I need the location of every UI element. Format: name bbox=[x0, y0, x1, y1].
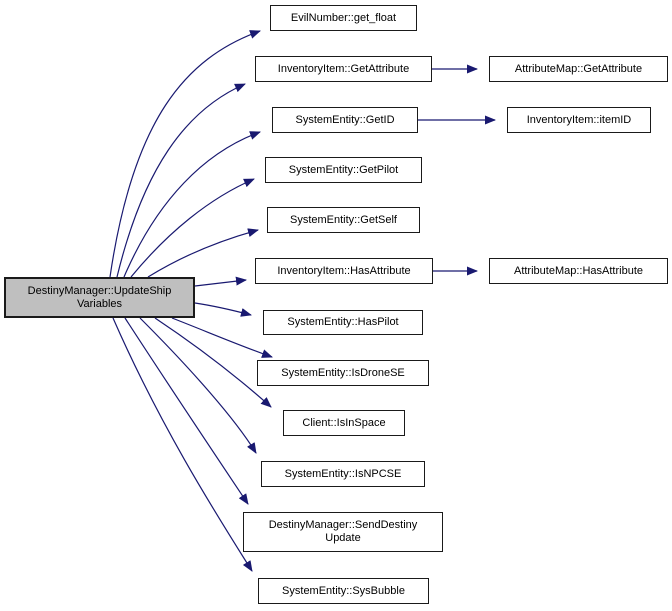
edge-main-to-getself bbox=[147, 228, 259, 278]
node-main-label-line2: Variables bbox=[76, 297, 123, 310]
edge-main-to-getpilot bbox=[130, 178, 255, 278]
edge-main-to-get-float bbox=[109, 30, 261, 278]
node-attributemap-hasattribute[interactable]: AttributeMap::HasAttribute bbox=[489, 258, 668, 284]
node-destinymanager-senddestinyupdate[interactable]: DestinyManager::SendDestiny Update bbox=[243, 512, 443, 552]
node-inventoryitem-getattribute[interactable]: InventoryItem::GetAttribute bbox=[255, 56, 432, 82]
node-systementity-isdronese[interactable]: SystemEntity::IsDroneSE bbox=[257, 360, 429, 386]
node-evilnumber-get-float[interactable]: EvilNumber::get_float bbox=[270, 5, 417, 31]
edge-main-to-isdronese bbox=[171, 317, 273, 358]
node-attributemap-getattribute[interactable]: AttributeMap::GetAttribute bbox=[489, 56, 668, 82]
edge-main-to-inv-hasattribute bbox=[194, 276, 247, 287]
node-main-label-line1: DestinyManager::UpdateShip bbox=[27, 284, 172, 297]
node-senddestiny-label-line2: Update bbox=[325, 532, 361, 544]
node-systementity-getpilot[interactable]: SystemEntity::GetPilot bbox=[265, 157, 422, 183]
edge-main-to-senddestiny bbox=[124, 317, 249, 505]
edge-main-to-inv-getattribute bbox=[116, 83, 246, 278]
node-senddestiny-label-line1: DestinyManager::SendDestiny bbox=[268, 519, 418, 531]
edge-main-to-isnpcse bbox=[139, 317, 257, 454]
edge-main-to-haspilot bbox=[194, 302, 252, 317]
node-inventoryitem-hasattribute[interactable]: InventoryItem::HasAttribute bbox=[255, 258, 433, 284]
node-inventoryitem-itemid[interactable]: InventoryItem::itemID bbox=[507, 107, 651, 133]
edge-main-to-isinspace bbox=[154, 317, 272, 408]
node-systementity-haspilot[interactable]: SystemEntity::HasPilot bbox=[263, 310, 423, 335]
node-systementity-getself[interactable]: SystemEntity::GetSelf bbox=[267, 207, 420, 233]
node-systementity-isnpcse[interactable]: SystemEntity::IsNPCSE bbox=[261, 461, 425, 487]
node-destinymanager-updateshipvariables: DestinyManager::UpdateShip Variables bbox=[4, 277, 195, 318]
node-systementity-sysbubble[interactable]: SystemEntity::SysBubble bbox=[258, 578, 429, 604]
edge-main-to-getid bbox=[123, 131, 261, 278]
node-systementity-getid[interactable]: SystemEntity::GetID bbox=[272, 107, 418, 133]
node-client-isinspace[interactable]: Client::IsInSpace bbox=[283, 410, 405, 436]
edge-main-to-sysbubble bbox=[112, 317, 253, 572]
